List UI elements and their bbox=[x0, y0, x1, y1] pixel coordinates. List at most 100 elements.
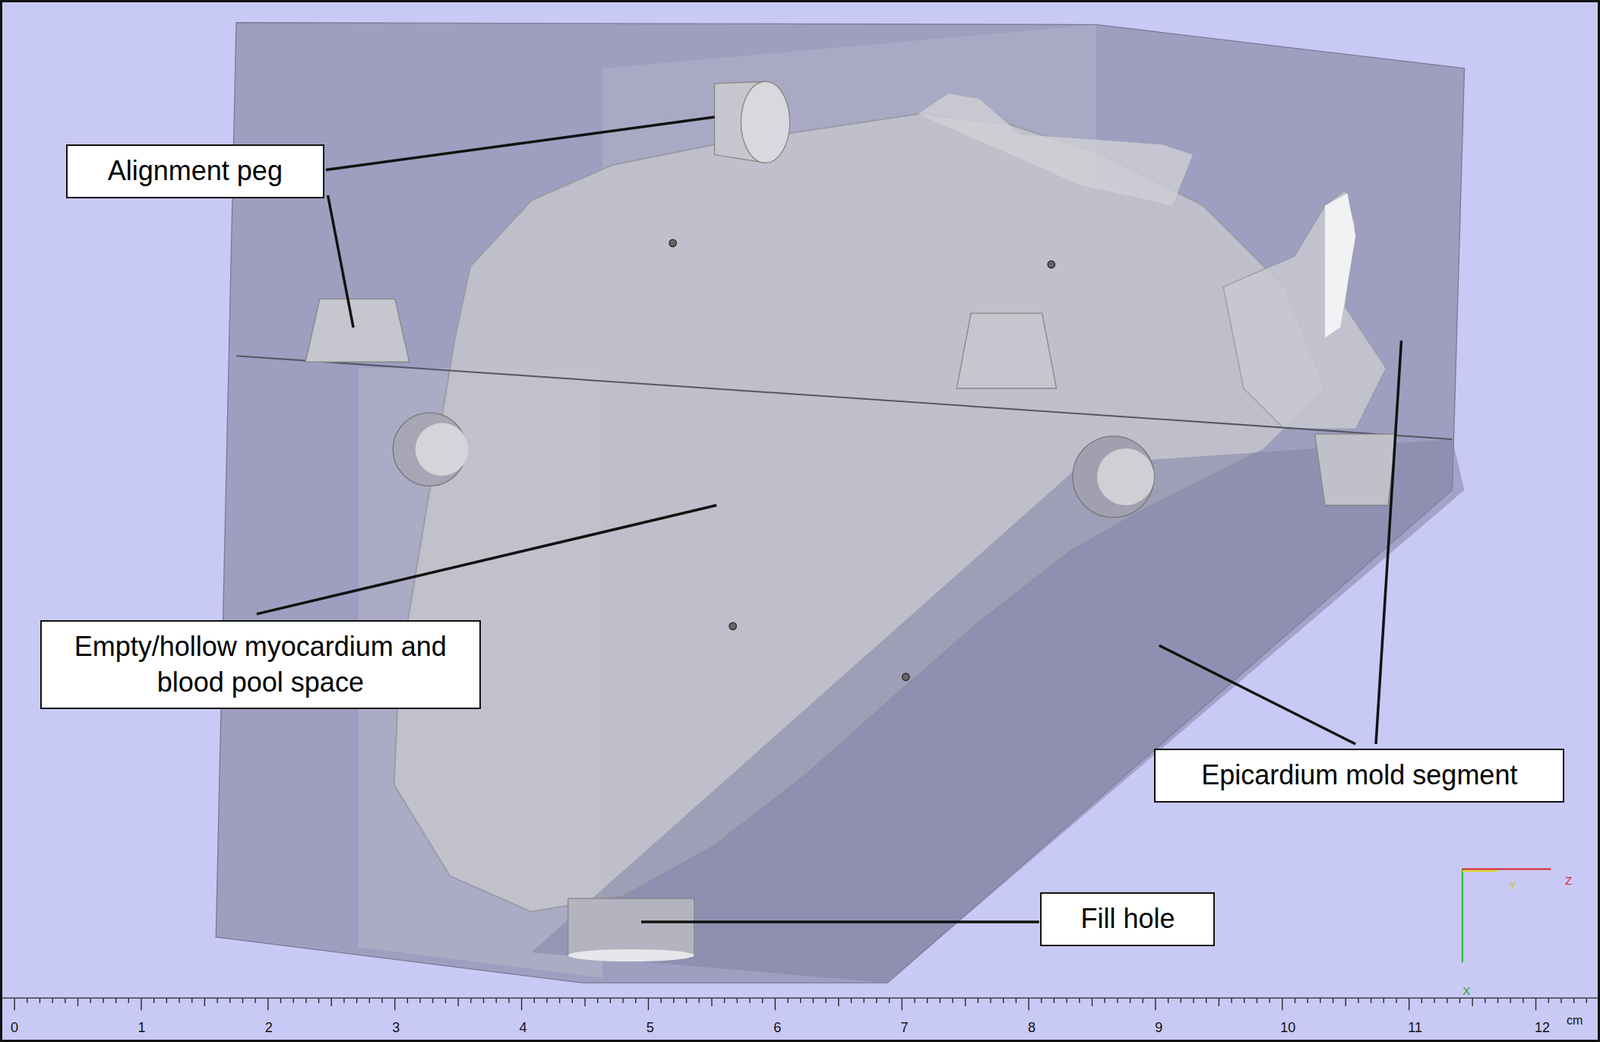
ruler-tick bbox=[1497, 997, 1499, 1003]
landmark-dot bbox=[1047, 260, 1055, 268]
leader-line bbox=[1375, 340, 1401, 744]
ruler-tick bbox=[597, 997, 598, 1003]
ruler-tick bbox=[546, 997, 548, 1003]
ruler-tick bbox=[90, 997, 92, 1003]
ruler-tick bbox=[166, 997, 168, 1003]
ruler-tick bbox=[736, 997, 738, 1003]
ruler-tick bbox=[711, 997, 712, 1006]
ruler-label: 10 bbox=[1280, 1019, 1296, 1036]
callout-text: Epicardium mold segment bbox=[1169, 757, 1550, 794]
ruler-label: 12 bbox=[1534, 1019, 1550, 1036]
ruler-tick bbox=[51, 997, 53, 1003]
ruler-tick bbox=[267, 997, 269, 1010]
ruler-tick bbox=[1535, 997, 1537, 1010]
ruler-tick bbox=[483, 997, 484, 1003]
leader-line bbox=[641, 920, 1040, 923]
ruler-tick bbox=[432, 997, 434, 1003]
ruler-tick bbox=[1256, 997, 1258, 1003]
ruler-tick bbox=[343, 997, 345, 1003]
ruler-tick bbox=[901, 997, 903, 1010]
ruler-label: 2 bbox=[265, 1019, 273, 1036]
ruler-label: 5 bbox=[646, 1019, 655, 1036]
ruler-tick bbox=[534, 997, 535, 1003]
ruler-tick bbox=[1307, 997, 1309, 1003]
ruler-label: 11 bbox=[1407, 1019, 1423, 1036]
ruler-tick bbox=[1294, 997, 1296, 1003]
peg-hole bbox=[1097, 448, 1155, 506]
ruler-tick bbox=[939, 997, 941, 1003]
ruler-tick bbox=[115, 997, 117, 1003]
callout-box: Epicardium mold segment bbox=[1154, 748, 1565, 803]
ruler-tick bbox=[1332, 997, 1334, 1003]
ruler-tick bbox=[875, 997, 877, 1003]
ruler-tick bbox=[635, 997, 636, 1003]
ruler-tick bbox=[1510, 997, 1512, 1003]
mold-face bbox=[531, 439, 1465, 983]
ruler-tick bbox=[724, 997, 725, 1003]
ruler-tick bbox=[204, 997, 206, 1006]
callout-box: Alignment peg bbox=[66, 144, 325, 199]
vessel bbox=[1223, 189, 1386, 429]
ruler-tick bbox=[1484, 997, 1486, 1003]
ruler-tick bbox=[1027, 997, 1029, 1010]
axis-label: X bbox=[1462, 983, 1471, 997]
ruler-tick bbox=[964, 997, 966, 1006]
ruler-tick bbox=[622, 997, 623, 1003]
ruler-tick bbox=[1573, 997, 1575, 1003]
leader-line bbox=[1159, 645, 1356, 744]
ruler-tick bbox=[850, 997, 852, 1003]
ruler-tick bbox=[1421, 997, 1423, 1003]
landmark-dot bbox=[902, 673, 910, 680]
vessel bbox=[917, 93, 1193, 206]
ruler-label: 9 bbox=[1154, 1019, 1163, 1036]
ruler-tick bbox=[407, 997, 408, 1003]
ruler-tick bbox=[153, 997, 155, 1003]
ruler-tick bbox=[77, 997, 79, 1006]
callout-text: Alignment peg bbox=[81, 153, 310, 190]
ruler-label: 6 bbox=[773, 1019, 782, 1036]
ruler-tick bbox=[26, 997, 28, 1003]
ruler-tick bbox=[787, 997, 788, 1003]
ruler-tick bbox=[356, 997, 358, 1003]
axis-y bbox=[1462, 869, 1499, 872]
ruler-tick bbox=[1446, 997, 1448, 1003]
ruler-tick bbox=[926, 997, 928, 1003]
ruler-label: 3 bbox=[392, 1019, 400, 1036]
ruler-tick bbox=[331, 997, 333, 1006]
ruler-tick bbox=[13, 997, 15, 1010]
ruler-tick bbox=[1459, 997, 1461, 1003]
ruler-tick bbox=[1345, 997, 1347, 1006]
scale-ruler bbox=[2, 997, 1598, 1010]
ruler-tick bbox=[812, 997, 814, 1003]
ruler-tick bbox=[1040, 997, 1042, 1003]
ruler-tick bbox=[381, 997, 383, 1003]
axis-label: Z bbox=[1565, 873, 1572, 887]
ruler-tick bbox=[1015, 997, 1017, 1003]
fill-hole bbox=[568, 898, 695, 955]
ruler-tick bbox=[318, 997, 320, 1003]
ruler-tick bbox=[698, 997, 700, 1003]
ruler-tick bbox=[1002, 997, 1004, 1003]
ruler-tick bbox=[1522, 997, 1524, 1003]
ruler-tick bbox=[1395, 997, 1397, 1003]
ruler-tick bbox=[254, 997, 256, 1003]
ruler-label: cm bbox=[1566, 1013, 1583, 1028]
ruler-tick bbox=[648, 997, 649, 1010]
landmark-dot bbox=[669, 239, 677, 247]
ruler-tick bbox=[1230, 997, 1232, 1003]
ruler-tick bbox=[584, 997, 585, 1006]
ruler-tick bbox=[977, 997, 979, 1003]
ruler-tick bbox=[1078, 997, 1080, 1003]
ruler-tick bbox=[457, 997, 459, 1006]
vessel-tip bbox=[1324, 192, 1356, 338]
ruler-tick bbox=[951, 997, 953, 1003]
ruler-tick bbox=[1104, 997, 1106, 1003]
ruler-tick bbox=[470, 997, 472, 1003]
ruler-tick bbox=[673, 997, 674, 1003]
ruler-label: 0 bbox=[10, 1019, 19, 1036]
ruler-tick bbox=[293, 997, 295, 1003]
ruler-tick bbox=[102, 997, 104, 1003]
callout-text: Fill hole bbox=[1055, 901, 1200, 937]
ruler-tick bbox=[863, 997, 864, 1003]
ruler-tick bbox=[305, 997, 307, 1003]
